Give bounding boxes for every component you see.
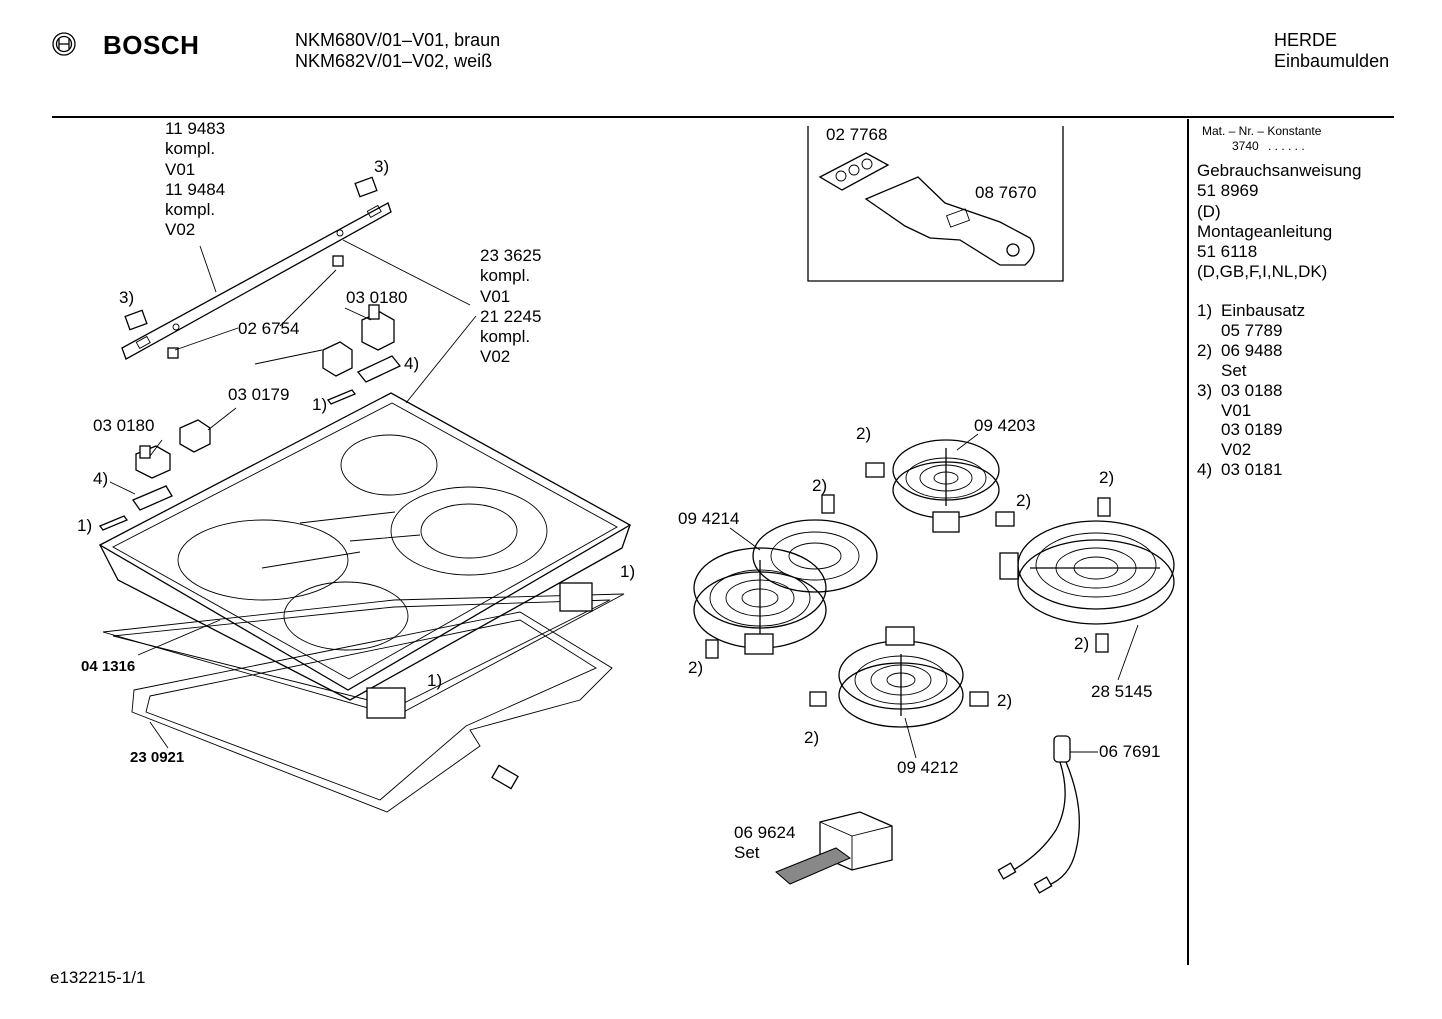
doc-line: (D,GB,F,I,NL,DK) <box>1197 262 1328 282</box>
part-label-094214: 09 4214 <box>678 509 740 528</box>
constant-dots: . . . . . . <box>1268 139 1305 153</box>
bosch-logo-icon <box>52 32 76 56</box>
doc-line: 51 6118 <box>1197 242 1258 262</box>
part-label-087670: 08 7670 <box>975 183 1037 202</box>
footnote-row: 03 0189 <box>1221 420 1283 440</box>
footnote-row: 3)03 0188 <box>1197 380 1283 400</box>
note2-label-e: 2) <box>1074 634 1090 653</box>
note3-label-top: 3) <box>374 157 390 176</box>
note1-label-c: 1) <box>620 562 636 581</box>
part-label-069624-set: Set <box>734 843 760 862</box>
part-label-026754: 02 6754 <box>238 319 300 338</box>
connection-cable <box>997 735 1080 894</box>
doc-line: (D) <box>1197 201 1221 221</box>
footnote-row: V02 <box>1221 440 1252 460</box>
note3-label-left: 3) <box>119 288 135 307</box>
note2-label-g: 2) <box>997 691 1013 710</box>
trim-strip-label: 11 9483 kompl. V01 11 9484 kompl. V02 <box>165 119 226 240</box>
category-title: HERDE <box>1274 30 1338 50</box>
documentation-list: Gebrauchsanweisung 51 8969 (D) Montagean… <box>1197 161 1361 283</box>
footnote-list: 1)Einbausatz 05 7789 2)06 9488 Set 3)03 … <box>1197 301 1305 480</box>
note1-label-d: 1) <box>427 671 443 690</box>
leader-lines <box>109 239 1139 759</box>
part-label-067691: 06 7691 <box>1099 742 1161 761</box>
footnote-row: 1)Einbausatz <box>1197 301 1306 320</box>
constant-value: 3740 <box>1232 139 1259 153</box>
seal-gasket <box>102 582 625 719</box>
note2-label-d: 2) <box>1099 468 1115 487</box>
model-line-1: NKM680V/01–V01, braun <box>295 30 501 50</box>
note2-label-c: 2) <box>1016 491 1032 510</box>
radiant-heater-094214 <box>693 494 878 659</box>
constant-label: Mat. – Nr. – Konstante <box>1202 124 1322 138</box>
note2-label-f: 2) <box>688 658 704 677</box>
glass-ceramic-top <box>98 392 632 701</box>
doc-line: Gebrauchsanweisung <box>1197 161 1362 180</box>
part-label-030180-left: 03 0180 <box>93 416 155 435</box>
footnote-row: 05 7789 <box>1221 320 1283 340</box>
note4-label-left: 4) <box>93 469 109 488</box>
trim-strip <box>121 176 392 360</box>
support-frame <box>131 611 613 813</box>
radiant-heater-094212 <box>809 626 989 728</box>
footnote-row: Set <box>1221 360 1247 380</box>
part-label-285145: 28 5145 <box>1091 682 1153 701</box>
model-line-2: NKM682V/01–V02, weiß <box>295 51 493 71</box>
brand-logo-text: BOSCH <box>103 30 200 60</box>
subcategory-title: Einbaumulden <box>1274 51 1390 71</box>
part-label-094212: 09 4212 <box>897 758 959 777</box>
part-label-069624: 06 9624 <box>734 823 796 842</box>
glass-top-label: 23 3625 kompl. V01 21 2245 kompl. V02 <box>480 246 542 367</box>
part-label-030179: 03 0179 <box>228 385 290 404</box>
terminal-block <box>775 811 893 885</box>
doc-line: 51 8969 <box>1197 181 1259 201</box>
note1-label-a: 1) <box>312 395 328 414</box>
document-id: e132215-1/1 <box>50 968 146 987</box>
footnote-row: V01 <box>1221 400 1252 420</box>
note1-label-b: 1) <box>77 516 93 535</box>
note2-label-a: 2) <box>856 424 872 443</box>
footnote-row: 2)06 9488 <box>1197 340 1283 360</box>
note2-label-h: 2) <box>804 728 820 747</box>
footnote-row: 4)03 0181 <box>1197 460 1283 480</box>
part-label-041316: 04 1316 <box>81 658 136 675</box>
part-label-030180-top: 03 0180 <box>346 288 408 307</box>
holders <box>98 304 402 531</box>
radiant-heater-285145 <box>999 497 1175 653</box>
radiant-heater-094203 <box>865 439 1015 533</box>
part-label-230921: 23 0921 <box>130 749 185 766</box>
note4-label-right: 4) <box>404 354 420 373</box>
doc-line: Montageanleitung <box>1197 221 1333 241</box>
part-label-027768: 02 7768 <box>826 125 888 144</box>
accessory-box <box>807 126 1064 282</box>
note2-label-b: 2) <box>812 476 828 495</box>
part-label-094203: 09 4203 <box>974 416 1036 435</box>
